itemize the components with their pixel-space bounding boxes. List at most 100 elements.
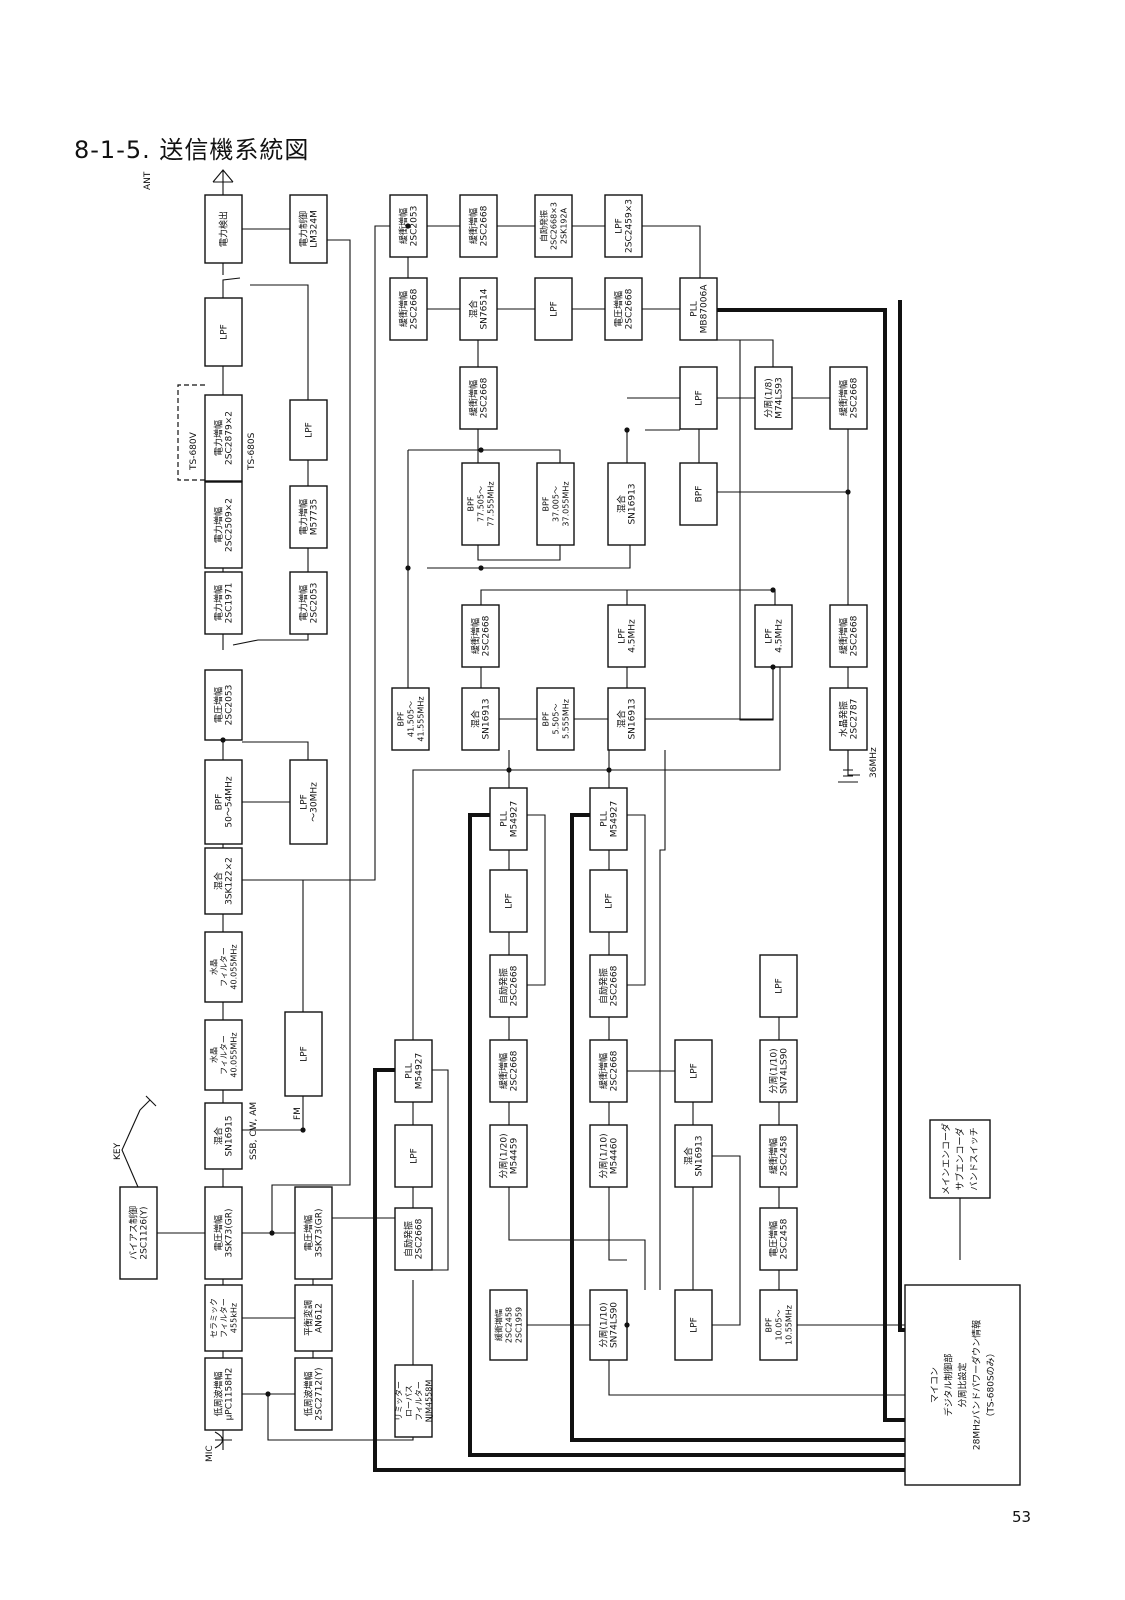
block-frame [489, 1039, 528, 1103]
block-frame [759, 1039, 798, 1103]
block-frame [204, 394, 243, 482]
block-label: SN76514 [480, 288, 490, 329]
junction-dot [845, 489, 851, 495]
block-frame [534, 194, 573, 258]
block-label: 緩衝増幅 [838, 380, 850, 416]
block-frame [674, 1124, 713, 1188]
block-frame [589, 1289, 628, 1361]
signal-wire [267, 1394, 414, 1441]
block-label: BPF [467, 496, 476, 511]
block-lpf-c2: LPF [589, 869, 628, 933]
block-frame [604, 277, 643, 341]
block-label: BPF [397, 711, 406, 726]
signal-wire [242, 225, 390, 881]
block-frame [204, 194, 243, 264]
block-label: 2SC2668 [850, 615, 860, 656]
block-frame [289, 571, 328, 635]
block-label: 混合 [213, 872, 225, 890]
microphone-icon [214, 1430, 232, 1450]
signal-wire [642, 225, 701, 278]
block-label: 分周(1/20) [499, 1133, 510, 1178]
junction-dot [405, 565, 411, 571]
block-label: マイコン [931, 1367, 941, 1403]
block-label: メインエンコーダ [940, 1123, 952, 1195]
block-label: 37.005～ [552, 486, 561, 522]
block-label: 水晶 [209, 959, 219, 975]
block-frame [294, 1284, 333, 1352]
junction-dot [405, 223, 411, 229]
block-label: 37.055MHz [562, 481, 571, 526]
block-frame [459, 194, 498, 258]
block-frame [607, 687, 646, 751]
block-frame [459, 277, 498, 341]
block-label: 77.505～ [477, 486, 486, 522]
block-label: NJM4558M [425, 1380, 434, 1423]
block-label: フィルター [415, 1381, 424, 1421]
block-div-c3: 分周(1/10)SN74LS90 [759, 1039, 798, 1103]
block-frame [589, 1039, 628, 1103]
block-frame [489, 954, 528, 1018]
block-div-8: 分周(1/8)M74LS93 [754, 366, 793, 430]
key-icon [121, 1095, 157, 1188]
block-frame [759, 1207, 798, 1271]
block-lpf-c4: LPF [674, 1039, 713, 1103]
block-label: 2SC1959 [515, 1307, 524, 1343]
block-label: 混合 [616, 495, 628, 513]
block-frame [759, 954, 798, 1018]
block-label: 2SC2458 [780, 1135, 790, 1176]
block-lpf-c1: LPF [489, 869, 528, 933]
signal-wire [508, 1187, 646, 1290]
block-label: LPF [690, 1063, 700, 1079]
block-label: 2SC2053 [310, 583, 320, 624]
block-label: LM324M [310, 210, 320, 248]
crystal-icon [838, 750, 858, 783]
junction-dot [265, 1391, 271, 1397]
signal-wire [432, 1069, 449, 1271]
junction-dot [478, 447, 484, 453]
block-frame [679, 277, 718, 341]
block-label: LPF [765, 628, 775, 644]
block-label: 低周波増幅 [303, 1371, 315, 1416]
junction-dot [220, 737, 226, 743]
block-label: 自励発振 [403, 1221, 415, 1257]
block-label: 分周(1/8) [764, 378, 775, 418]
signal-wire [698, 491, 848, 525]
block-encoder: メインエンコーダサブエンコーダバンドスイッチ [929, 1119, 991, 1199]
block-frame [284, 1011, 323, 1097]
block-label: 混合 [616, 710, 628, 728]
block-label: 10.55MHz [785, 1305, 794, 1345]
block-label: フィルター [220, 1298, 229, 1338]
block-lpf-out: LPF [204, 297, 243, 367]
block-label: 緩衝増幅 [768, 1138, 780, 1174]
block-bpf-r: BPF [679, 462, 718, 526]
block-frame [394, 1364, 433, 1438]
block-label: PLL [690, 301, 700, 316]
block-label: 2SC2668 [410, 288, 420, 329]
block-label: M54459 [510, 1138, 520, 1175]
block-label: 電力検出 [218, 211, 230, 247]
block-div-20: 分周(1/20)M54459 [489, 1124, 528, 1188]
block-label: バンドスイッチ [969, 1127, 980, 1190]
block-frame [534, 277, 573, 341]
signal-wire [608, 1360, 905, 1396]
block-frame [459, 366, 498, 430]
block-frame [829, 687, 868, 751]
block-label: SN74LS90 [780, 1048, 790, 1094]
block-label: PLL [600, 811, 610, 826]
block-power-detect: 電力検出 [204, 194, 243, 264]
block-label: LPF [618, 628, 628, 644]
block-label: 455kHz [230, 1303, 239, 1333]
block-label: 2SC2509×2 [225, 498, 235, 552]
